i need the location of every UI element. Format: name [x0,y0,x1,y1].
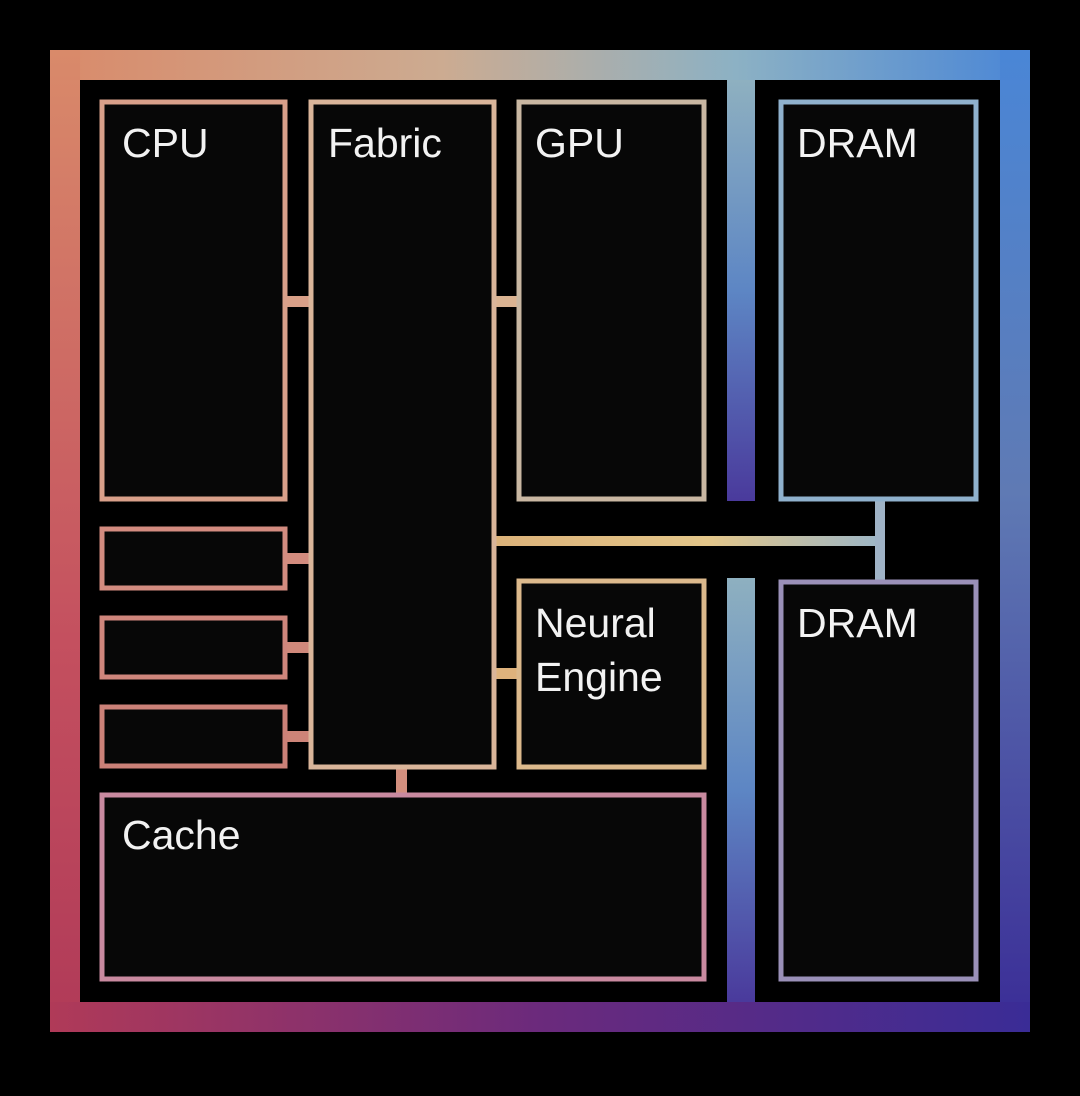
cpu-block [99,99,288,502]
neural-engine-block [516,578,707,770]
dram-bottom-block [778,579,979,982]
dram-bottom-label: DRAM [797,600,918,646]
neural-engine-label-line2: Engine [535,654,663,700]
io-block-2 [99,615,288,680]
gpu-block [516,99,707,502]
cpu-label: CPU [122,120,209,166]
cache-label: Cache [122,812,241,858]
chip-frame [50,50,1030,1032]
dram-top-label: DRAM [797,120,918,166]
io-block-1 [99,526,288,591]
fabric-label: Fabric [328,120,442,166]
io-block-3 [99,704,288,769]
cache-block [99,792,707,982]
interconnects [286,296,885,794]
neural-engine-label-line1: Neural [535,600,656,646]
fabric-block [308,99,497,770]
gpu-label: GPU [535,120,624,166]
dram-top-block [778,99,979,502]
vertical-divider [727,80,755,1002]
